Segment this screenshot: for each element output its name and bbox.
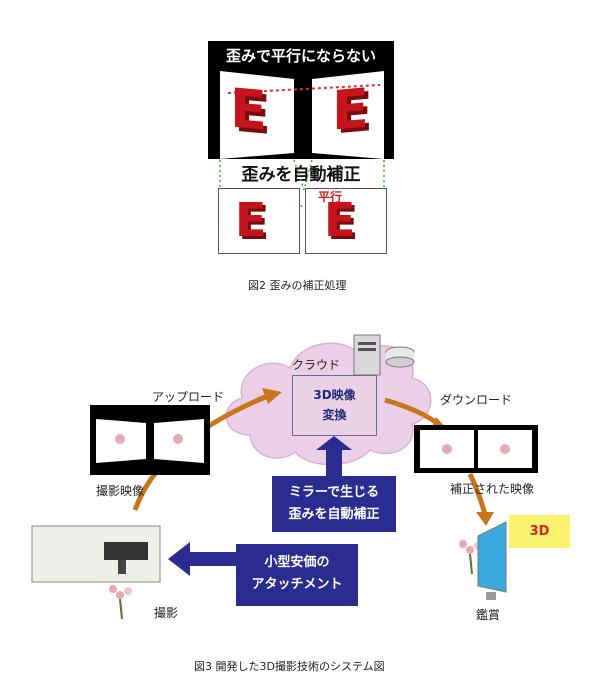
3d-conversion-box: 3D映像 変換 — [292, 375, 377, 436]
system-diagram-graphics — [31, 334, 507, 620]
right-warped-screen — [312, 71, 384, 159]
captured-images-panel — [90, 405, 210, 475]
distorted-image-panel: 歪みで平行にならない E E — [208, 41, 394, 159]
view-label: 鑑賞 — [476, 608, 501, 622]
corrected-images-label: 補正された映像 — [450, 482, 535, 496]
attachment-line-1: 小型安価の — [264, 555, 330, 570]
upload-label: アップロード — [152, 390, 225, 404]
corrected-letter-left: E — [235, 193, 267, 247]
correction-arrow-head — [316, 436, 352, 450]
corrected-image-right: E — [305, 188, 387, 254]
3d-conversion-line-1: 3D映像 — [313, 388, 356, 402]
flower-icon — [109, 585, 132, 620]
distorted-views-graphic — [220, 71, 384, 159]
3d-badge: 3D — [509, 515, 570, 548]
left-warped-screen — [220, 71, 294, 159]
3d-conversion-line-2: 変換 — [322, 408, 347, 422]
attachment-arrow-head — [168, 542, 190, 576]
camera-lens-attachment — [104, 542, 148, 560]
server-tower — [353, 334, 381, 376]
viewer-monitor — [477, 521, 507, 593]
view-arrow — [467, 472, 488, 516]
shoot-label: 撮影 — [154, 606, 179, 620]
figure3-caption: 図3 開発した3D撮影技術のシステム図 — [194, 660, 385, 673]
auto-correct-label: 歪みを自動補正 — [241, 165, 361, 185]
non-parallel-guide — [227, 84, 381, 94]
correction-arrow-shaft — [326, 446, 342, 478]
download-label: ダウンロード — [440, 393, 513, 407]
cloud-label: クラウド — [292, 358, 341, 372]
figure2-caption: 図2 歪みの補正処理 — [248, 279, 347, 292]
attachment-arrow-shaft — [188, 552, 238, 566]
distortion-label: 歪みで平行にならない — [225, 47, 376, 65]
mirror-correction-line-1: ミラーで生じる — [288, 485, 380, 500]
distorted-letter-left: E — [230, 76, 267, 143]
corrected-letter-right: E — [324, 193, 356, 247]
captured-images-label: 撮影映像 — [96, 484, 145, 498]
distorted-letter-right: E — [332, 76, 369, 143]
mirror-correction-box: ミラーで生じる 歪みを自動補正 — [272, 476, 396, 532]
corrected-image-left: E — [218, 188, 300, 254]
corrected-images-panel — [414, 425, 538, 473]
mirror-correction-line-2: 歪みを自動補正 — [288, 507, 380, 522]
attachment-box: 小型安価の アタッチメント — [236, 544, 358, 606]
attachment-line-2: アタッチメント — [251, 577, 343, 592]
parallel-label: 平行 — [318, 190, 343, 204]
